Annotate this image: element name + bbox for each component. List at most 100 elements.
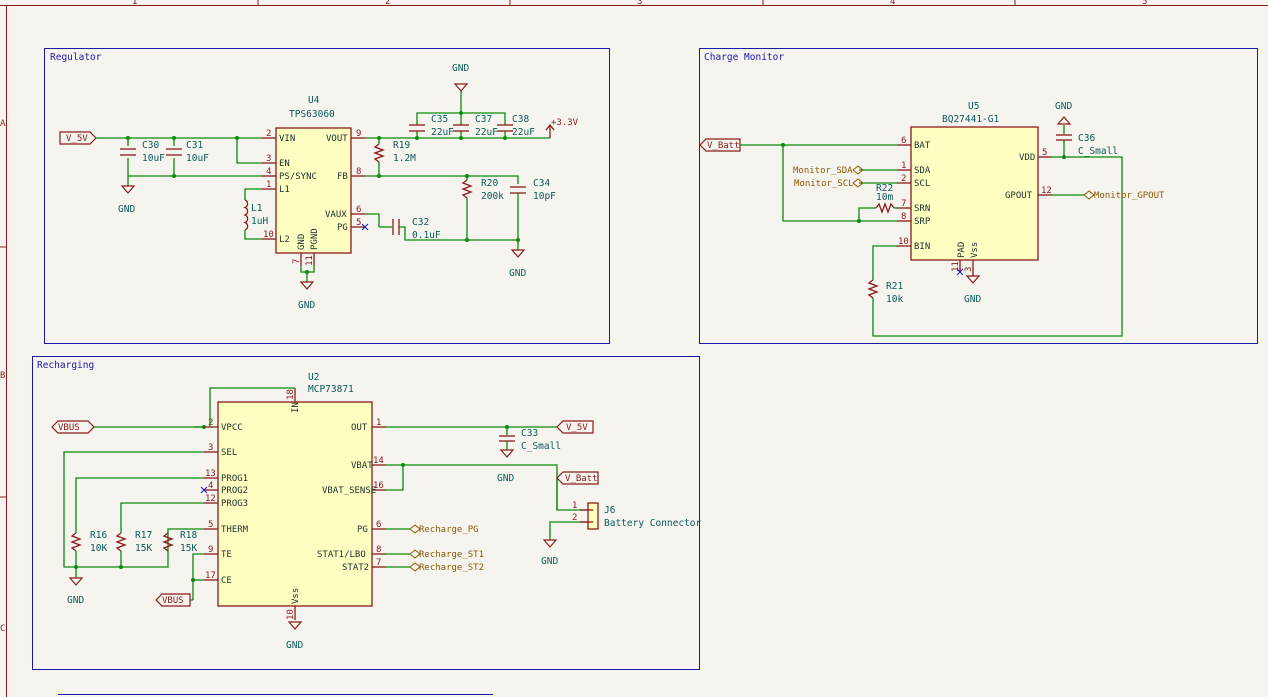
u5-pin-vdd: VDD <box>1019 153 1035 163</box>
c38-capacitor[interactable] <box>497 124 513 132</box>
vbus-net-text-top: VBUS <box>58 423 80 433</box>
u5-pin-gpout: GPOUT <box>1005 191 1033 201</box>
j6-value: Battery Connector <box>604 518 702 529</box>
r17-ref: R17 <box>135 530 152 541</box>
u4-pin-ps: PS/SYNC <box>279 172 317 182</box>
u2-pin-vbatsense: VBAT_SENSE <box>322 486 376 496</box>
u5-num-srn: 7 <box>901 199 906 209</box>
u4-num-fb: 8 <box>356 167 361 177</box>
c34-value: 10pF <box>533 191 556 202</box>
r16-resistor[interactable] <box>70 532 82 552</box>
vbatt-net-label-recharge[interactable] <box>556 471 599 485</box>
gnd-label-top: GND <box>452 63 469 74</box>
regulator-box[interactable] <box>44 48 610 344</box>
u2-chip[interactable] <box>217 401 373 607</box>
u2-pin-prog1: PROG1 <box>221 474 248 484</box>
recharge-st1-flag[interactable] <box>409 549 421 559</box>
u2-num-out: 1 <box>376 418 381 428</box>
c36-capacitor[interactable] <box>1056 134 1072 141</box>
recharge-pg-flag[interactable] <box>409 524 421 534</box>
v5v-net-label-recharge[interactable] <box>556 420 594 434</box>
gnd-label-left: GND <box>118 204 135 215</box>
c37-ref: C37 <box>475 114 492 125</box>
r22-resistor[interactable] <box>875 202 895 214</box>
c37-capacitor[interactable] <box>453 124 469 132</box>
recharging-title: Recharging <box>37 360 94 371</box>
gnd-label-u2: GND <box>286 640 303 651</box>
r17-resistor[interactable] <box>115 532 127 552</box>
scl-label: Monitor_SCL <box>794 179 854 189</box>
recharge-st2-flag[interactable] <box>409 562 421 572</box>
gpout-label-flag[interactable] <box>1083 190 1095 200</box>
u4-pin-fb: FB <box>337 172 348 182</box>
c36-value: C_Small <box>1078 146 1118 157</box>
gnd-label-u4: GND <box>298 300 315 311</box>
u4-num-vin: 2 <box>266 129 271 139</box>
c38-value: 22uF <box>512 127 535 138</box>
u4-pin-vin: VIN <box>279 134 295 144</box>
recharging-box[interactable] <box>32 356 700 670</box>
u5-pin-bat: BAT <box>914 141 931 151</box>
u5-num-pad: 11 <box>951 261 961 272</box>
power-3v3-label: +3.3V <box>551 118 579 128</box>
v5v-net-label[interactable] <box>59 131 97 145</box>
r17-value: 15K <box>135 543 152 554</box>
r19-resistor[interactable] <box>373 143 385 163</box>
u2-num-stat2: 7 <box>376 558 381 568</box>
u2-num-sel: 3 <box>208 443 213 453</box>
gnd-label-c36: GND <box>1055 101 1072 112</box>
frame-row-b: B <box>0 371 5 381</box>
vbus-net-label-bottom[interactable] <box>155 593 191 607</box>
u5-value: BQ27441-G1 <box>942 114 999 125</box>
sda-label-flag[interactable] <box>852 165 864 175</box>
j6-connector[interactable] <box>587 502 599 530</box>
scl-label-flag[interactable] <box>852 178 864 188</box>
gnd-symbol-u4 <box>299 281 315 290</box>
c31-capacitor[interactable] <box>166 148 182 156</box>
l1-value: 1uH <box>251 216 268 227</box>
l1-inductor[interactable] <box>243 199 249 231</box>
r18-value: 15K <box>180 543 197 554</box>
u5-num-bat: 6 <box>901 136 906 146</box>
r21-ref: R21 <box>886 281 903 292</box>
u2-pin-pg: PG <box>357 525 368 535</box>
c34-capacitor[interactable] <box>510 186 526 194</box>
gnd-symbol-j6 <box>542 539 558 548</box>
u2-num-vbat: 14 <box>373 456 384 466</box>
u5-chip[interactable] <box>910 126 1039 261</box>
c30-value: 10uF <box>142 153 165 164</box>
u5-pin-scl: SCL <box>914 179 930 189</box>
l1-ref: L1 <box>251 203 263 214</box>
frame-col-4: 4 <box>890 0 895 7</box>
r22-value: 10m <box>876 192 893 203</box>
r21-resistor[interactable] <box>867 279 879 299</box>
r21-value: 10k <box>886 294 903 305</box>
gnd-symbol-left <box>120 185 136 194</box>
u2-num-therm: 5 <box>208 520 213 530</box>
u4-value: TPS63060 <box>289 109 335 120</box>
c33-capacitor[interactable] <box>499 435 515 442</box>
r18-resistor[interactable] <box>162 532 174 552</box>
r20-resistor[interactable] <box>461 179 473 199</box>
u5-pin-srp: SRP <box>914 217 931 227</box>
c35-capacitor[interactable] <box>409 124 425 132</box>
gpout-label: Monitor_GPOUT <box>1094 191 1165 201</box>
u5-pin-vss: Vss <box>970 242 980 258</box>
u2-pin-ce: CE <box>221 576 232 586</box>
charge-monitor-section: Charge Monitor U5 BQ27441-G1 BAT SDA SCL… <box>699 48 1258 344</box>
u5-num-gpout: 12 <box>1041 186 1052 196</box>
u2-num-vpcc: 2 <box>208 418 213 428</box>
c35-value: 22uF <box>431 127 454 138</box>
c31-ref: C31 <box>186 140 203 151</box>
c32-capacitor[interactable] <box>392 219 400 235</box>
c37-value: 22uF <box>475 127 498 138</box>
charge-monitor-box[interactable] <box>699 48 1258 344</box>
recharge-st1-label: Recharge_ST1 <box>419 550 484 560</box>
u2-pin-vpcc: VPCC <box>221 423 243 433</box>
c30-capacitor[interactable] <box>120 148 136 156</box>
recharge-st2-label: Recharge_ST2 <box>419 563 484 573</box>
u4-num-gnd: 7 <box>292 259 302 264</box>
c33-value: C_Small <box>521 441 561 452</box>
recharge-pg-label: Recharge_PG <box>419 525 479 535</box>
